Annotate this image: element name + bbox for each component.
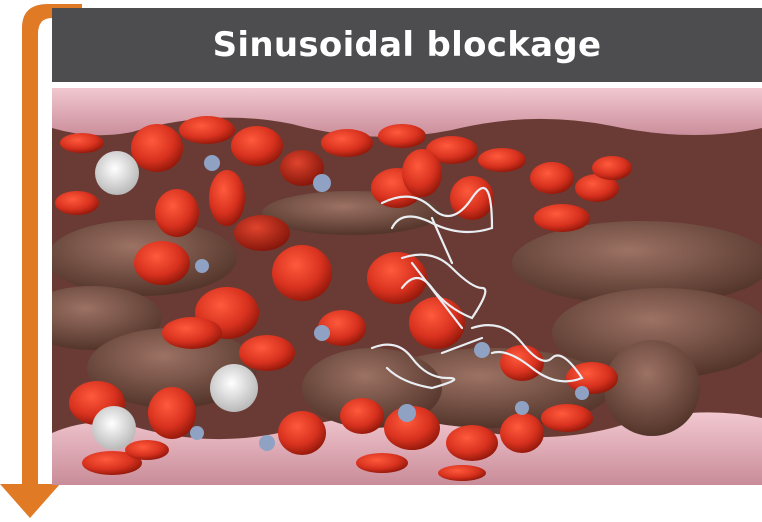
- platelets: [190, 155, 589, 451]
- sinusoid-illustration: [52, 88, 762, 485]
- title-bar: Sinusoidal blockage: [52, 8, 762, 82]
- illustration-svg: [52, 88, 762, 485]
- page-title: Sinusoidal blockage: [212, 25, 602, 65]
- vessel-wall-top: [52, 88, 762, 137]
- fibrin-strands: [370, 186, 584, 390]
- arrow-down-left-curve-icon: [0, 4, 82, 518]
- white-blood-cells: [92, 151, 258, 450]
- red-blood-cells: [55, 116, 632, 481]
